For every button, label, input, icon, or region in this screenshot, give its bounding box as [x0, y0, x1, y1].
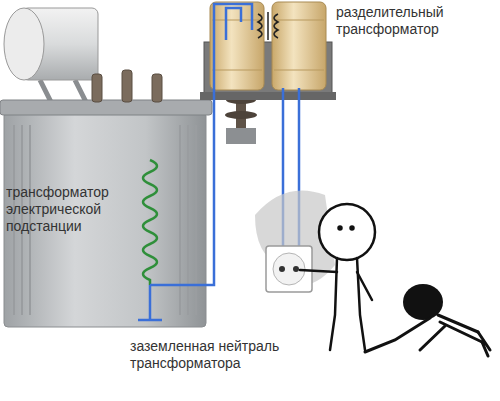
transformer-symbol [258, 12, 278, 40]
standing-figure [300, 204, 375, 350]
primary-coil [210, 2, 264, 90]
ground-wire [149, 285, 152, 320]
isolation-transformer [200, 2, 336, 100]
callout-label: разделительный трансформатор [336, 4, 476, 38]
callout-label: трансформатор электрической подстанции [6, 184, 156, 235]
small-bushings [92, 70, 162, 102]
neutral-wire [150, 4, 252, 285]
lying-figure [365, 284, 490, 356]
secondary-coil [272, 2, 326, 90]
conservator-end [4, 8, 44, 80]
phase-wire [226, 8, 241, 40]
mounting-bracket [200, 92, 336, 100]
tank-lid [0, 100, 212, 115]
ground-symbol [138, 319, 162, 322]
transformer-winding [143, 160, 157, 285]
transformer-tank [4, 112, 206, 327]
wall-socket [266, 246, 312, 292]
callout-label: заземленная нейтраль трансформатора [130, 338, 280, 372]
